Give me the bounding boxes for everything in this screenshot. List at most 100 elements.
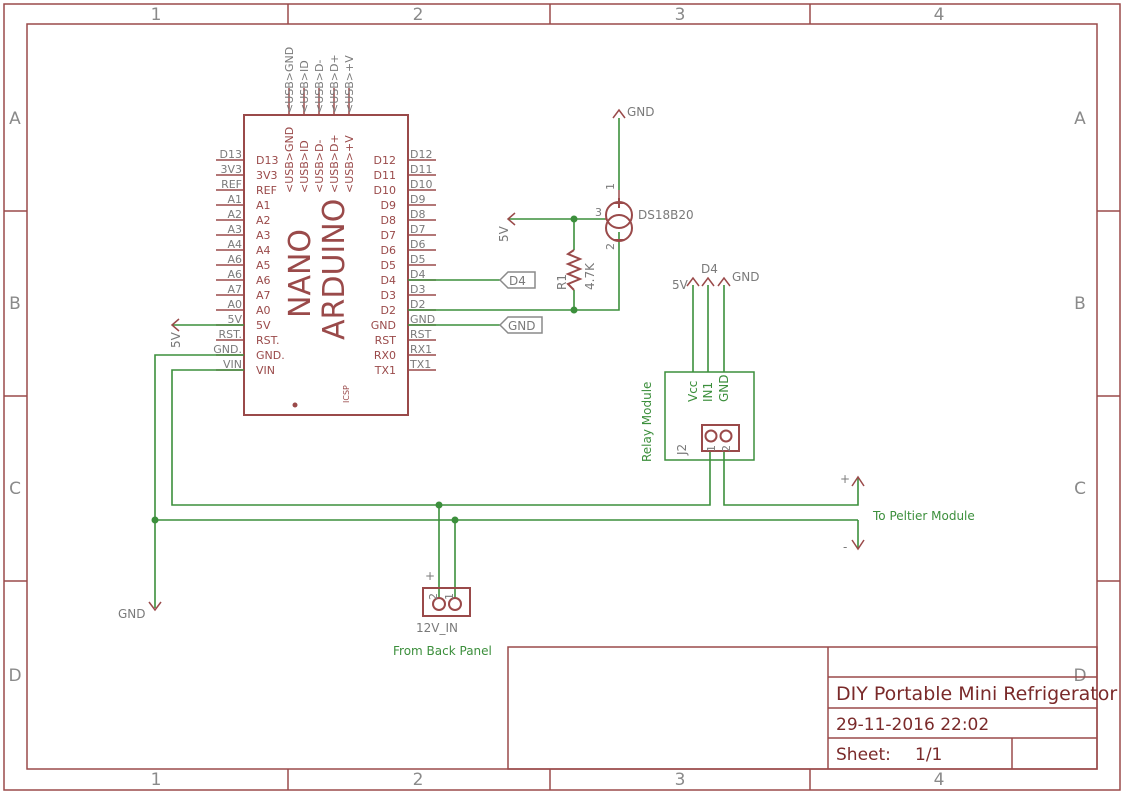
flag-d4-label: D4: [509, 274, 526, 288]
usb-pin-net: <USB>GND: [283, 47, 296, 113]
arduino-pin-left-net: GND.: [213, 343, 242, 356]
arduino-pin-right-net: D2: [410, 298, 425, 311]
arduino-pin-right-net: D3: [410, 283, 425, 296]
label-relay-d4: D4: [701, 262, 718, 276]
arduino-pin-left-name: GND.: [256, 349, 285, 362]
resistor-zigzag: [565, 249, 583, 291]
arduino-pin-left-name: A7: [256, 289, 271, 302]
drawing-date: 29-11-2016 22:02: [836, 715, 989, 735]
j2-pin-1: [704, 429, 718, 443]
zone-col-1: 1: [151, 5, 162, 25]
arduino-pin-left-name: A2: [256, 214, 271, 227]
usb-pin-name: <USB>GND: [283, 127, 296, 193]
arduino-pin-right-name: D10: [374, 184, 396, 197]
arduino-pin-right-name: TX1: [374, 364, 396, 377]
arduino-pin-right-net: D5: [410, 253, 425, 266]
arrow-relay-gnd: [717, 276, 731, 287]
label-5v-left: 5V: [169, 331, 183, 348]
arduino-pin-left-net: 5V: [227, 313, 242, 326]
arduino-pin-left-name: A4: [256, 244, 271, 257]
arduino-pin-right-name: D2: [381, 304, 396, 317]
relay-module: Vcc IN1 GND Relay Module 1 2 J2: [640, 371, 755, 462]
usb-pin-name: <USB>D-: [313, 140, 326, 193]
zone-col-1-bottom: 1: [151, 770, 162, 790]
arduino-name: NANO: [283, 229, 318, 318]
relay-title: Relay Module: [640, 382, 654, 462]
arrow-5v-sensor: [506, 212, 516, 226]
sensor-name: DS18B20: [638, 208, 694, 222]
arduino-pin-right-net: D12: [410, 148, 432, 161]
usb-pin-net: <USB>D-: [313, 60, 326, 113]
arduino-value: ARDUINO: [317, 199, 352, 340]
arduino-pin-left-name: A6: [256, 274, 271, 287]
arduino-pin-left-net: D13: [220, 148, 242, 161]
r1-name: R1: [555, 274, 569, 290]
zone-col-2-bottom: 2: [413, 770, 424, 790]
jack-name: 12V_IN: [416, 621, 458, 635]
supply-symbols: 5V GND 5V GND 5V D4 GND: [118, 105, 865, 621]
arduino-pin-left-name: A0: [256, 304, 271, 317]
arduino-pin-left-net: A6: [227, 268, 242, 281]
sheet-value: 1/1: [915, 745, 942, 765]
arduino-pin-right-net: D7: [410, 223, 425, 236]
arduino-pin-right-net: D11: [410, 163, 432, 176]
arduino-pin-right-net: RX1: [410, 343, 432, 356]
connector-12v-in: 2 1 + 12V_IN From Back Panel: [393, 569, 492, 658]
back-panel-label: From Back Panel: [393, 644, 492, 658]
pin1-dot: [292, 402, 298, 408]
junction: [451, 516, 459, 524]
arrow-relay-d4: [701, 276, 715, 287]
title-block: DIY Portable Mini Refrigerator 29-11-201…: [507, 646, 1117, 770]
usb-pin-name: <USB>ID: [298, 140, 311, 193]
arduino-pin-right-net: D10: [410, 178, 432, 191]
frame-inner: [26, 23, 1098, 770]
zone-row-d-right: D: [1073, 666, 1086, 686]
arduino-pin-right-name: D9: [381, 199, 396, 212]
r1-value: 4.7K: [583, 262, 597, 290]
zone-col-4-bottom: 4: [934, 770, 945, 790]
arduino-pin-right-name: D5: [381, 259, 396, 272]
label-gnd-sensor: GND: [627, 105, 655, 119]
arduino-pin-right-name: D3: [381, 289, 396, 302]
arduino-pin-left-name: D13: [256, 154, 278, 167]
flag-d4: [498, 271, 536, 289]
arduino-pin-left-net: RST.: [218, 328, 242, 341]
arduino-pin-right-name: GND: [371, 319, 396, 332]
relay-pin-gnd: GND: [717, 374, 731, 402]
zone-row-c-right: C: [1074, 479, 1086, 499]
sensor-ds18b20: 1 2 3 DS18B20: [595, 183, 694, 250]
usb-pin-net: <USB>ID: [298, 60, 311, 113]
arduino-pin-left-name: A3: [256, 229, 271, 242]
arduino-pin-left-net: A6: [227, 253, 242, 266]
relay-pin-vcc: Vcc: [686, 381, 700, 402]
jack-pin-1: [448, 597, 462, 611]
arrow-5v-left: [170, 318, 180, 332]
peltier-label: To Peltier Module: [872, 509, 975, 523]
arrow-peltier-minus: [851, 539, 865, 551]
zone-row-c: C: [9, 479, 21, 499]
junctions: [151, 215, 578, 524]
arduino-pin-right-name: RST: [375, 334, 397, 347]
peltier-connection: + - To Peltier Module: [840, 472, 975, 554]
arduino-pin-right-net: RST: [410, 328, 432, 341]
sensor-pin-3-num: 3: [595, 206, 602, 219]
j2-name: J2: [675, 444, 689, 456]
arduino-pin-left-name: REF: [256, 184, 277, 197]
jack-body: [422, 587, 471, 617]
icsp-label: ICSP: [342, 385, 351, 403]
label-5v-sensor: 5V: [497, 225, 511, 242]
arduino-pin-left-name: VIN: [256, 364, 275, 377]
label-gnd-bottom: GND: [118, 607, 146, 621]
jack-pin-2-num: 2: [427, 593, 440, 600]
peltier-plus: +: [840, 472, 850, 486]
usb-pin-name: <USB>+V: [343, 135, 356, 193]
flag-gnd: [498, 316, 543, 334]
zone-row-d: D: [8, 666, 21, 686]
arduino-pin-right-net: D9: [410, 193, 425, 206]
arduino-pin-right-name: D7: [381, 229, 396, 242]
junction: [151, 516, 159, 524]
junction: [570, 306, 578, 314]
drawing-title: DIY Portable Mini Refrigerator: [836, 683, 1117, 705]
relay-pin-in1: IN1: [701, 382, 715, 402]
